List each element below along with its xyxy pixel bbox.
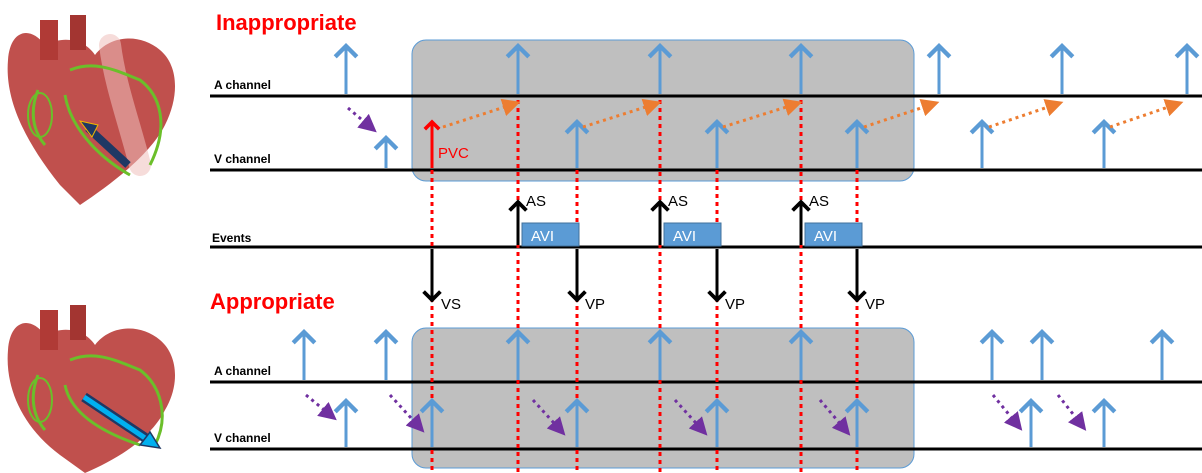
top-a-channel-label: A channel	[214, 78, 271, 92]
as-label: AS	[668, 193, 688, 210]
retrograde-conduction-arrow	[582, 98, 662, 129]
vp-label: VP	[865, 296, 885, 313]
top-v-channel-label: V channel	[214, 152, 271, 166]
avi-box: AVI	[663, 222, 722, 247]
bottom-highlight-region	[411, 327, 915, 469]
antegrade-conduction-arrow	[531, 398, 566, 436]
bottom-a-channel-label: A channel	[214, 364, 271, 378]
vp-label: VP	[725, 296, 745, 313]
antegrade-conduction-arrow	[1056, 394, 1087, 431]
as-label: AS	[809, 193, 829, 210]
avi-label: AVI	[673, 228, 696, 245]
antegrade-conduction-arrow	[991, 394, 1023, 431]
antegrade-conduction-arrow	[388, 393, 425, 433]
heart-icon-retrograde	[7, 15, 176, 205]
antegrade-conduction-arrow	[818, 399, 851, 436]
antegrade-conduction-arrow	[347, 106, 377, 133]
vs-label: VS	[441, 296, 461, 313]
retrograde-conduction-arrow	[442, 98, 521, 129]
as-label: AS	[526, 193, 546, 210]
heart-icon-antegrade	[7, 305, 176, 473]
antegrade-conduction-arrow	[305, 393, 337, 421]
pvc-label: PVC	[438, 145, 469, 162]
avi-box: AVI	[804, 222, 863, 247]
avi-box: AVI	[521, 222, 580, 247]
avi-label: AVI	[531, 228, 554, 245]
appropriate-title: Appropriate	[210, 289, 335, 314]
retrograde-conduction-arrow	[988, 99, 1064, 129]
vp-label: VP	[585, 296, 605, 313]
events-label: Events	[212, 231, 252, 245]
antegrade-conduction-arrow	[673, 398, 708, 436]
retrograde-conduction-arrow	[1109, 99, 1184, 129]
inappropriate-title: Inappropriate	[216, 10, 357, 35]
avi-label: AVI	[814, 228, 837, 245]
bottom-v-channel-label: V channel	[214, 431, 271, 445]
retrograde-conduction-arrow	[863, 99, 940, 129]
top-highlight-region	[411, 39, 915, 182]
